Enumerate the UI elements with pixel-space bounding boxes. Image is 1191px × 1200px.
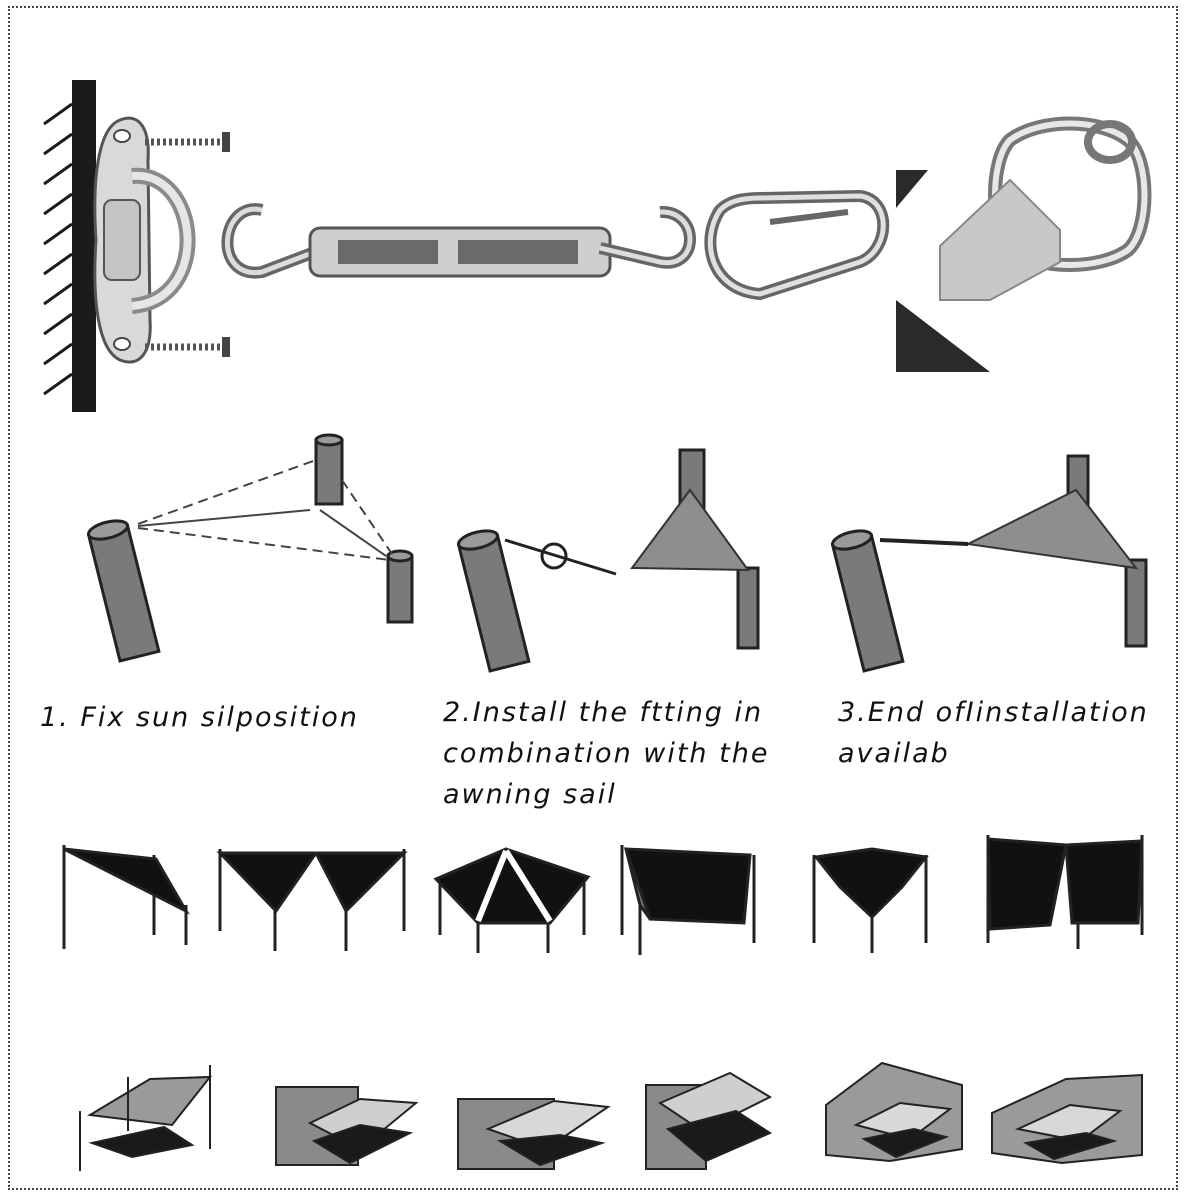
config-3	[433, 847, 591, 953]
config-6	[986, 835, 1144, 949]
building-2	[275, 1086, 419, 1166]
step-2-caption: 2.Install the ftting in combination with…	[443, 692, 769, 815]
hardware-kit-illustration	[43, 80, 1152, 412]
carabiner	[704, 189, 890, 301]
wall	[43, 80, 96, 412]
turnbuckle	[221, 203, 696, 279]
dotted-border	[8, 6, 1178, 1190]
building-4	[645, 1071, 773, 1170]
step-1-caption: 1. Fix sun silposition	[40, 697, 359, 738]
step-2-line-3: awning sail	[443, 779, 617, 810]
step-2-line-2: combination with the	[443, 738, 770, 769]
config-2	[216, 849, 408, 951]
building-5	[825, 1061, 963, 1163]
step-3-line-1: 3.End ofIinstallation	[838, 697, 1149, 728]
screw-top	[145, 132, 230, 152]
building-3	[457, 1098, 611, 1170]
building-6	[991, 1073, 1143, 1165]
step-2-diagram	[456, 448, 760, 673]
installation-steps-illustration	[86, 433, 1148, 673]
building-installations-row	[79, 1061, 1143, 1171]
config-5	[812, 847, 929, 953]
pad-eye-plate	[93, 116, 196, 364]
sail-configurations-row	[62, 835, 1144, 955]
step-3-line-2: availab	[838, 738, 950, 769]
sail-corner	[896, 116, 1152, 372]
config-4	[620, 845, 756, 955]
step-2-line-1: 2.Install the ftting in	[443, 697, 764, 728]
screw-bottom	[145, 337, 230, 357]
building-1	[79, 1065, 213, 1171]
step-1-line-1: 1. Fix sun silposition	[40, 702, 359, 733]
config-1	[62, 845, 190, 949]
step-3-caption: 3.End ofIinstallation availab	[838, 692, 1149, 774]
step-3-diagram	[830, 454, 1148, 673]
step-1-diagram	[86, 433, 414, 663]
